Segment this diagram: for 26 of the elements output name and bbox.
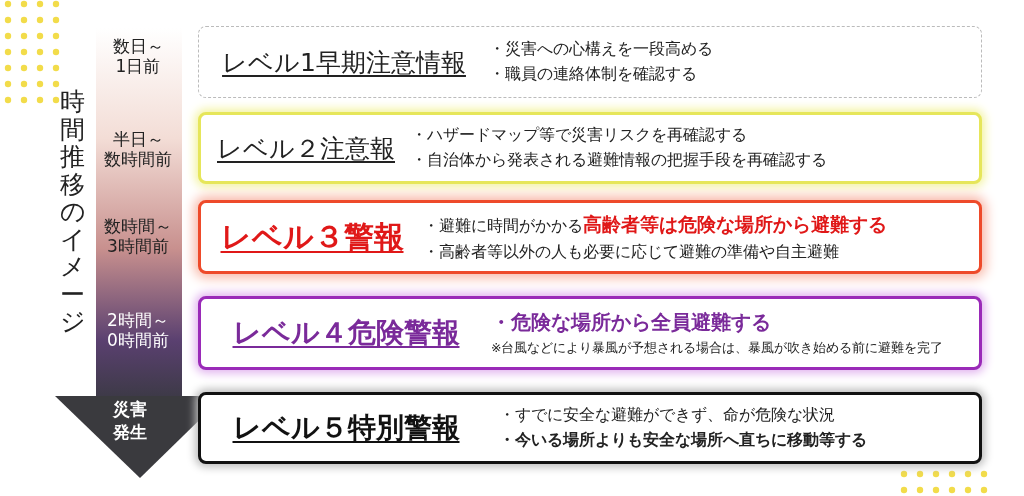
level-heading: レベル1早期注意情報 xyxy=(222,47,466,77)
vertical-axis-label: 時間推移のイメージ xyxy=(60,88,85,336)
time-label: 2時間～0時間前 xyxy=(106,310,170,351)
action-text: ・職員の連絡体制を確認する xyxy=(489,64,698,85)
arrow-label: 災害発生 xyxy=(113,398,147,444)
level-heading: レベル３警報 xyxy=(220,218,404,254)
action-text: ・災害への心構えを一段高める xyxy=(489,39,713,60)
level-card xyxy=(198,112,982,184)
level-card xyxy=(198,200,982,274)
action-text: ・ハザードマップ等で災害リスクを再確認する xyxy=(411,125,748,146)
time-label: 数時間～3時間前 xyxy=(103,216,173,257)
action-text: ・自治体から発表される避難情報の把握手段を再確認する xyxy=(411,150,827,171)
level-card xyxy=(198,392,982,464)
action-text: ・すでに安全な避難ができず、命が危険な状況 xyxy=(499,405,836,426)
time-label: 半日～数時間前 xyxy=(103,129,173,170)
level-heading: レベル４危険警報 xyxy=(232,316,460,349)
note-text: ※台風などにより暴風が予想される場合は、暴風が吹き始める前に避難を完了 xyxy=(491,340,944,357)
action-text: ・今いる場所よりも安全な場所へ直ちに移動等する xyxy=(499,430,867,451)
level-card xyxy=(198,296,982,370)
level-card xyxy=(198,26,982,98)
level-heading: レベル５特別警報 xyxy=(232,411,460,444)
action-text: ・危険な場所から全員避難する xyxy=(491,309,772,336)
action-text: ・避難に時間がかかる高齢者等は危険な場所から避難する xyxy=(423,211,887,237)
level-heading: レベル２注意報 xyxy=(217,133,395,163)
action-text: ・高齢者等以外の人も必要に応じて避難の準備や自主避難 xyxy=(423,241,840,263)
time-label: 数日～1日前 xyxy=(111,36,165,77)
